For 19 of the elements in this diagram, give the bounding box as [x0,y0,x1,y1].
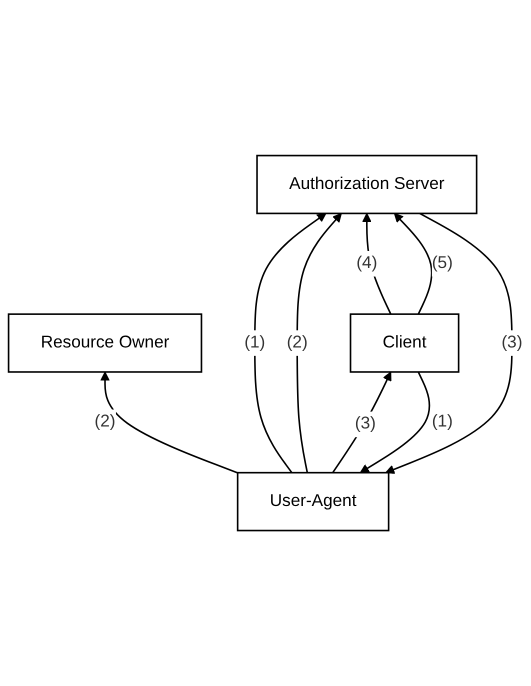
arrow [296,212,342,473]
edge-label: (5) [432,254,453,272]
edge-label: (3) [501,333,522,352]
arrow [360,372,430,474]
node-box: Resource Owner [8,313,202,373]
arrow [385,212,513,474]
node-box: Authorization Server [256,154,478,214]
arrow [254,212,326,474]
edge-label: (2) [286,333,308,352]
node-box: User-Agent [236,472,390,532]
arrow [394,212,432,314]
arrow [332,372,392,474]
edge-label: (1) [432,412,453,431]
node-box: Client [350,313,460,373]
arrow [100,372,238,474]
edge-label: (3) [354,414,376,433]
edge-label: (1) [244,333,266,352]
edge-label: (4) [356,254,378,272]
edge-label: (2) [94,412,116,431]
